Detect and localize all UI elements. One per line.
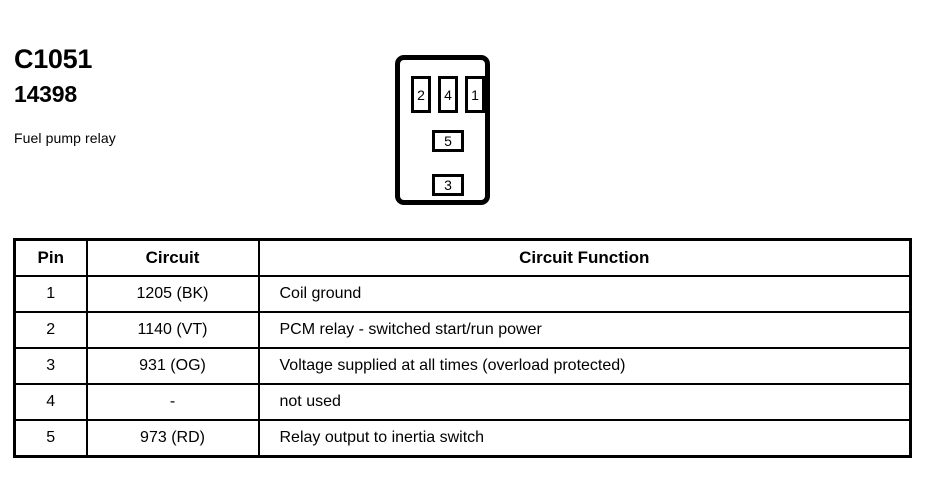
pin-cavity-4-label: 4	[444, 86, 452, 103]
table-row: 1 1205 (BK) Coil ground	[13, 275, 912, 313]
pin-table: Pin Circuit Circuit Function 1 1205 (BK)…	[13, 238, 912, 458]
column-header-circuit: Circuit	[85, 238, 260, 277]
cell-circuit: 1140 (VT)	[85, 311, 260, 349]
cell-function: PCM relay - switched start/run power	[257, 311, 912, 349]
cell-pin: 3	[13, 347, 88, 385]
connector-header: C1051 14398 Fuel pump relay	[14, 44, 344, 147]
pin-cavity-4: 4	[438, 76, 458, 113]
cell-circuit: -	[85, 383, 260, 421]
connector-id: C1051	[14, 44, 93, 74]
pin-cavity-3: 3	[432, 174, 464, 196]
pin-cavity-1: 1	[465, 76, 485, 113]
column-header-pin: Pin	[13, 238, 88, 277]
cell-function: not used	[257, 383, 912, 421]
cell-pin: 5	[13, 419, 88, 458]
pin-table-container: Pin Circuit Circuit Function 1 1205 (BK)…	[13, 238, 912, 458]
connector-diagram: 2 4 1 5 3	[395, 55, 490, 205]
connector-body-outline: 2 4 1 5 3	[395, 55, 490, 205]
pin-cavity-1-label: 1	[471, 86, 479, 103]
table-row: 5 973 (RD) Relay output to inertia switc…	[13, 419, 912, 458]
pin-cavity-3-label: 3	[444, 177, 452, 193]
pin-cavity-2: 2	[411, 76, 431, 113]
component-name: Fuel pump relay	[14, 130, 116, 146]
cell-circuit: 1205 (BK)	[85, 275, 260, 313]
pin-cavity-5: 5	[432, 130, 464, 152]
cell-function: Relay output to inertia switch	[257, 419, 912, 458]
cell-circuit: 931 (OG)	[85, 347, 260, 385]
pin-cavity-5-label: 5	[444, 133, 452, 149]
table-row: 4 - not used	[13, 383, 912, 421]
cell-pin: 1	[13, 275, 88, 313]
table-header-row: Pin Circuit Circuit Function	[13, 238, 912, 277]
cell-function: Voltage supplied at all times (overload …	[257, 347, 912, 385]
column-header-function: Circuit Function	[257, 238, 912, 277]
part-number: 14398	[14, 81, 77, 107]
pin-cavity-2-label: 2	[417, 86, 425, 103]
table-row: 2 1140 (VT) PCM relay - switched start/r…	[13, 311, 912, 349]
table-row: 3 931 (OG) Voltage supplied at all times…	[13, 347, 912, 385]
cell-circuit: 973 (RD)	[85, 419, 260, 458]
cell-pin: 2	[13, 311, 88, 349]
cell-function: Coil ground	[257, 275, 912, 313]
cell-pin: 4	[13, 383, 88, 421]
